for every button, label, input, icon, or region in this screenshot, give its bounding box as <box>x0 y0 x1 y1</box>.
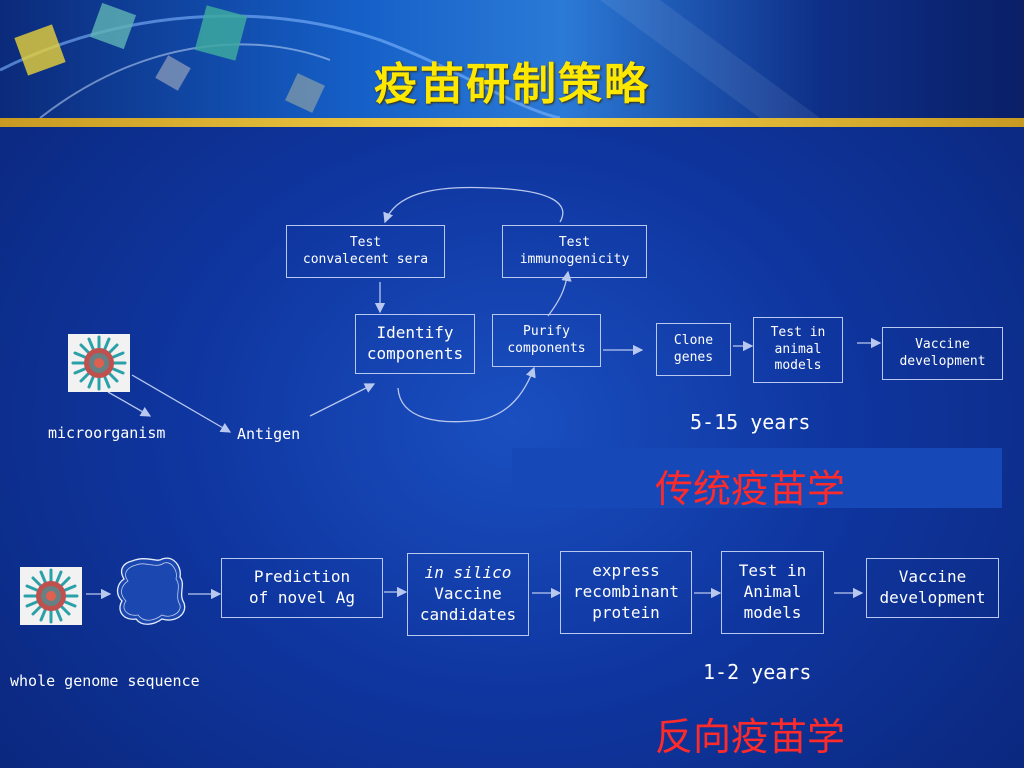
arrow-virus-to-antigen <box>131 374 232 433</box>
arrow-identify-to-purify <box>397 366 536 423</box>
traditional-label-band <box>512 448 1002 508</box>
label-years-reverse: 1-2 years <box>703 660 812 684</box>
label-whole-genome-sequence: whole genome sequence <box>10 672 200 690</box>
page-title: 疫苗研制策略 <box>374 59 650 110</box>
arrow-micro-to-small <box>107 391 152 417</box>
label-traditional-vaccinology: 传统疫苗学 <box>655 467 846 511</box>
genome-blob-icon <box>116 557 186 625</box>
virus-image-genome <box>20 567 82 625</box>
header-banner <box>0 0 1024 118</box>
header-gold-bar <box>0 118 1024 127</box>
virus-image <box>68 334 130 392</box>
label-years-traditional: 5-15 years <box>690 410 811 434</box>
header-decoration <box>0 0 820 118</box>
arrow-antigen-to-identify <box>309 383 376 417</box>
label-antigen: Antigen <box>237 425 301 443</box>
label-microorganism: microorganism <box>48 424 166 442</box>
label-reverse-vaccinology: 反向疫苗学 <box>655 715 846 759</box>
arrow-immuno-to-sera <box>383 186 564 224</box>
arrow-purify-to-immuno <box>547 270 572 317</box>
